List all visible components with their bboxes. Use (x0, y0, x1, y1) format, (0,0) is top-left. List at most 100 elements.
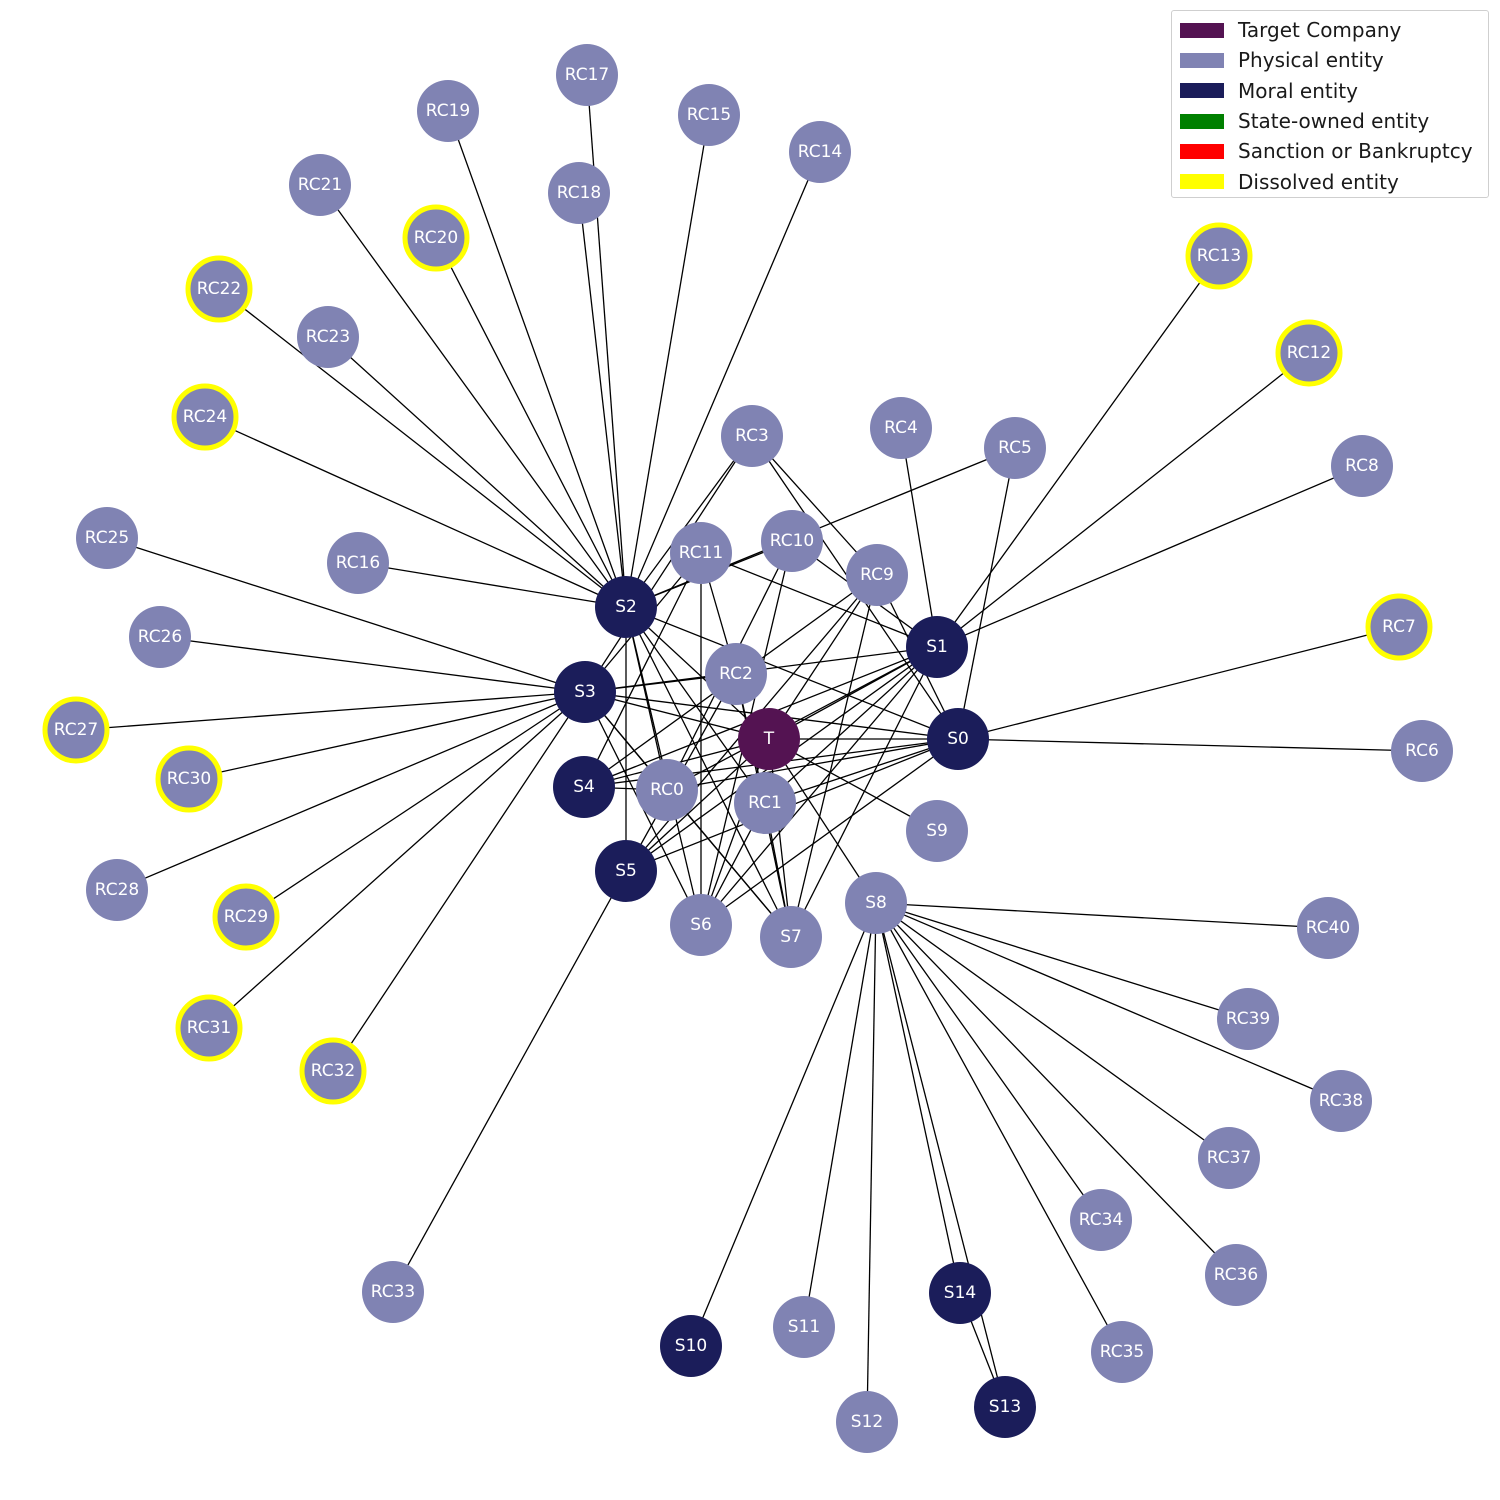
node-label: S9 (926, 821, 948, 841)
node-rc10[interactable]: RC10 (761, 510, 823, 572)
node-rc4[interactable]: RC4 (870, 397, 932, 459)
node-rc28[interactable]: RC28 (86, 859, 148, 921)
node-rc6[interactable]: RC6 (1391, 720, 1453, 782)
node-rc25[interactable]: RC25 (76, 507, 138, 569)
node-rc38[interactable]: RC38 (1310, 1070, 1372, 1132)
node-s13[interactable]: S13 (974, 1376, 1036, 1438)
node-label: RC14 (798, 142, 842, 162)
node-rc22[interactable]: RC22 (185, 255, 253, 323)
node-label: RC37 (1207, 1148, 1251, 1168)
node-rc26[interactable]: RC26 (129, 606, 191, 668)
legend-swatch (1180, 113, 1224, 129)
node-circle (721, 405, 783, 467)
node-rc0[interactable]: RC0 (636, 759, 698, 821)
node-circle (554, 661, 616, 723)
node-rc20[interactable]: RC20 (402, 204, 470, 272)
node-rc8[interactable]: RC8 (1331, 435, 1393, 497)
node-circle (1297, 897, 1359, 959)
node-s14[interactable]: S14 (929, 1262, 991, 1324)
node-circle (760, 906, 822, 968)
node-label: RC17 (565, 65, 609, 85)
node-rc13[interactable]: RC13 (1185, 222, 1253, 290)
edge-s8-rc39 (875, 902, 1249, 1020)
edge-s3-rc28 (116, 691, 586, 891)
node-rc33[interactable]: RC33 (362, 1261, 424, 1323)
node-rc32[interactable]: RC32 (299, 1037, 367, 1105)
node-rc27[interactable]: RC27 (42, 696, 110, 764)
legend-swatch (1180, 52, 1224, 68)
node-circle (129, 606, 191, 668)
node-t[interactable]: T (738, 708, 800, 770)
node-circle (595, 576, 657, 638)
node-circle (670, 894, 732, 956)
node-s12[interactable]: S12 (836, 1391, 898, 1453)
node-s3[interactable]: S3 (554, 661, 616, 723)
node-rc24[interactable]: RC24 (171, 383, 239, 451)
node-s5[interactable]: S5 (595, 840, 657, 902)
edge-s8-s14 (875, 902, 961, 1294)
edge-s2-rc21 (319, 184, 627, 608)
node-rc31[interactable]: RC31 (175, 994, 243, 1062)
edge-s0-rc7 (957, 626, 1400, 740)
node-label: RC31 (187, 1018, 231, 1038)
node-circle (1185, 222, 1253, 290)
node-rc18[interactable]: RC18 (548, 162, 610, 224)
node-label: RC25 (85, 528, 129, 548)
edge-s8-rc36 (875, 902, 1237, 1276)
node-rc16[interactable]: RC16 (327, 532, 389, 594)
node-rc40[interactable]: RC40 (1297, 897, 1359, 959)
node-rc15[interactable]: RC15 (678, 84, 740, 146)
node-s2[interactable]: S2 (595, 576, 657, 638)
node-s4[interactable]: S4 (553, 756, 615, 818)
node-label: RC7 (1382, 617, 1416, 637)
node-s0[interactable]: S0 (927, 708, 989, 770)
node-rc21[interactable]: RC21 (289, 154, 351, 216)
edge-rc3-rc9 (751, 435, 878, 576)
node-rc39[interactable]: RC39 (1217, 988, 1279, 1050)
edge-s0-s6 (700, 738, 959, 926)
node-rc17[interactable]: RC17 (556, 44, 618, 106)
node-rc3[interactable]: RC3 (721, 405, 783, 467)
node-label: S4 (573, 777, 595, 797)
node-rc5[interactable]: RC5 (984, 417, 1046, 479)
node-rc1[interactable]: RC1 (734, 772, 796, 834)
node-rc30[interactable]: RC30 (155, 745, 223, 813)
node-rc19[interactable]: RC19 (417, 80, 479, 142)
node-s7[interactable]: S7 (760, 906, 822, 968)
edge-s8-rc40 (875, 902, 1329, 929)
node-s9[interactable]: S9 (906, 800, 968, 862)
node-rc12[interactable]: RC12 (1275, 319, 1343, 387)
node-rc35[interactable]: RC35 (1091, 1321, 1153, 1383)
node-rc36[interactable]: RC36 (1205, 1244, 1267, 1306)
legend-swatch (1180, 83, 1224, 99)
node-label: RC35 (1100, 1342, 1144, 1362)
node-circle (660, 1315, 722, 1377)
node-rc11[interactable]: RC11 (670, 522, 732, 584)
edge-s1-rc1 (764, 646, 938, 804)
node-rc29[interactable]: RC29 (212, 883, 280, 951)
node-rc2[interactable]: RC2 (705, 643, 767, 705)
edge-s1-rc13 (936, 255, 1220, 648)
node-rc9[interactable]: RC9 (846, 544, 908, 606)
node-circle (670, 522, 732, 584)
node-rc14[interactable]: RC14 (789, 121, 851, 183)
node-label: S6 (690, 915, 712, 935)
node-circle (417, 80, 479, 142)
node-circle (548, 162, 610, 224)
node-s10[interactable]: S10 (660, 1315, 722, 1377)
node-label: RC4 (884, 418, 918, 438)
node-circle (761, 510, 823, 572)
node-s11[interactable]: S11 (773, 1296, 835, 1358)
node-circle (929, 1262, 991, 1324)
node-s1[interactable]: S1 (906, 616, 968, 678)
node-s6[interactable]: S6 (670, 894, 732, 956)
legend-item-dissolved: Dissolved entity (1180, 166, 1480, 196)
node-rc23[interactable]: RC23 (297, 306, 359, 368)
node-rc34[interactable]: RC34 (1070, 1189, 1132, 1251)
node-label: RC11 (679, 543, 723, 563)
node-circle (299, 1037, 367, 1105)
node-rc7[interactable]: RC7 (1365, 593, 1433, 661)
node-label: RC34 (1079, 1210, 1123, 1230)
node-rc37[interactable]: RC37 (1198, 1127, 1260, 1189)
node-s8[interactable]: S8 (845, 872, 907, 934)
